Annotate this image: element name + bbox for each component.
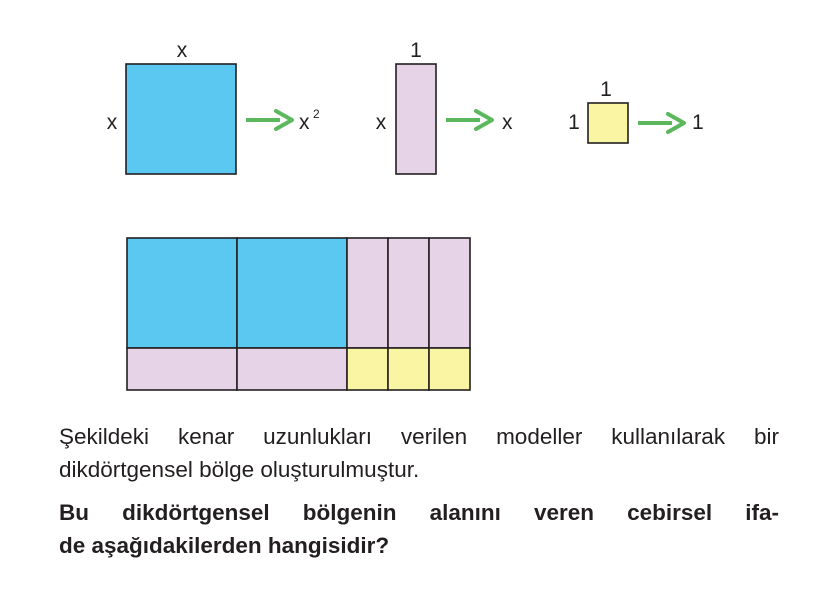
unit-tile-model: 1 1 1 <box>568 78 704 144</box>
rectangle-top-label: 1 <box>410 39 422 62</box>
composite-x-strip-vertical-1 <box>346 237 389 349</box>
composite-x-strip-horizontal-2 <box>236 347 348 391</box>
square-side-label: x <box>107 111 118 134</box>
square-result-exponent: 2 <box>313 107 320 121</box>
question-block: Şekildeki kenar uzunlukları verilen mode… <box>59 420 779 562</box>
square-arrow-head-icon <box>274 109 294 131</box>
unit-result-label: 1 <box>692 111 704 134</box>
unit-arrow-head-icon <box>666 112 686 134</box>
composite-x-squared-tile-1 <box>126 237 238 349</box>
composite-x-strip-vertical-3 <box>428 237 471 349</box>
question-prompt-line-2: de aşağıdakilerden hangisidir? <box>59 533 390 558</box>
algebra-tiles-figure: x x x 2 1 x x 1 1 1 <box>107 39 704 391</box>
rectangle-arrow-head-icon <box>474 109 494 131</box>
composite-rectangle <box>126 237 471 391</box>
unit-tile <box>587 102 629 144</box>
composite-unit-tile-2 <box>387 347 430 391</box>
x-squared-tile-model: x x x 2 <box>107 39 320 175</box>
composite-x-strip-vertical-2 <box>387 237 430 349</box>
square-top-label: x <box>177 39 188 62</box>
square-result-label: x <box>299 111 310 134</box>
question-prompt: Bu dikdörtgensel bölgenin alanını veren … <box>59 496 779 562</box>
unit-top-label: 1 <box>600 78 612 101</box>
x-squared-tile <box>125 63 237 175</box>
composite-x-strip-horizontal-1 <box>126 347 238 391</box>
question-statement: Şekildeki kenar uzunlukları verilen mode… <box>59 424 779 482</box>
rectangle-result-label: x <box>502 111 513 134</box>
x-tile-model: 1 x x <box>376 39 513 175</box>
question-prompt-line-1: Bu dikdörtgensel bölgenin alanını veren … <box>59 500 779 525</box>
rectangle-side-label: x <box>376 111 387 134</box>
unit-side-label: 1 <box>568 111 580 134</box>
composite-unit-tile-1 <box>346 347 389 391</box>
x-strip-tile <box>395 63 437 175</box>
composite-unit-tile-3 <box>428 347 471 391</box>
composite-x-squared-tile-2 <box>236 237 348 349</box>
